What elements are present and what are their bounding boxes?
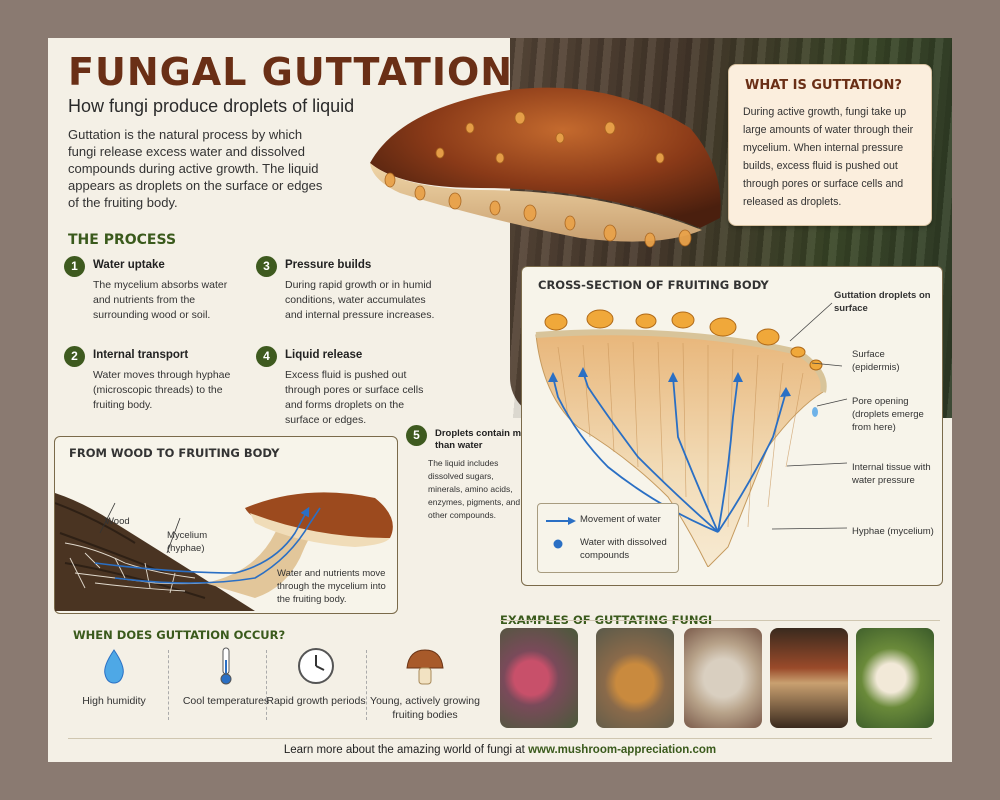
step-title: Pressure builds — [285, 259, 372, 271]
intro-paragraph: Guttation is the natural process by whic… — [68, 127, 323, 210]
when-item-temperature: Cool temperatures — [176, 646, 276, 708]
step-number: 1 — [64, 256, 85, 277]
divider — [168, 650, 169, 720]
page-title: FUNGAL GUTTATION — [68, 50, 514, 94]
when-item-young: Young, actively growing fruiting bodies — [370, 646, 480, 722]
flow-label: Water and nutrients move through the myc… — [277, 568, 386, 605]
legend-dissolved-label: Water with dissolved compounds — [580, 537, 667, 561]
cross-section-legend: Movement of water Water with dissolved c… — [537, 503, 679, 573]
step-number: 4 — [256, 346, 277, 367]
thermometer-icon — [220, 647, 232, 685]
footer-text: Learn more about the amazing world of fu… — [283, 744, 529, 756]
page-subtitle: How fungi produce droplets of liquid — [68, 96, 355, 116]
step-description: Excess fluid is pushed out through pores… — [285, 369, 424, 426]
when-label: Young, actively growing fruiting bodies — [370, 695, 480, 721]
step-title: Droplets contain more than water — [435, 428, 536, 451]
wood-label: Wood — [105, 516, 130, 527]
wood-panel-title: FROM WOOD TO FRUITING BODY — [69, 446, 280, 460]
when-item-growth: Rapid growth periods — [266, 646, 366, 708]
legend-water-label: Movement of water — [580, 514, 661, 525]
when-label: High humidity — [82, 695, 146, 707]
dot-icon — [553, 539, 563, 549]
when-heading: WHEN DOES GUTTATION OCCUR? — [73, 628, 286, 642]
tissue-label: Internal tissue with water pressure — [852, 462, 931, 486]
wood-mycelium-illustration — [55, 492, 393, 611]
process-heading: THE PROCESS — [68, 232, 177, 248]
what-is-body: During active growth, fungi take up larg… — [743, 106, 914, 208]
step-title: Water uptake — [93, 259, 165, 271]
when-label: Cool temperatures — [182, 695, 270, 707]
step-title: Internal transport — [93, 349, 189, 361]
water-drop-icon — [104, 649, 124, 684]
pore-label: Pore opening (droplets emerge from here) — [852, 396, 924, 433]
step-description: During rapid growth or in humid conditio… — [285, 279, 435, 321]
cross-section-title: CROSS-SECTION OF FRUITING BODY — [538, 278, 769, 292]
surface-label: Surface (epidermis) — [852, 349, 900, 373]
example-fungus-photo-3 — [684, 628, 762, 728]
when-item-humidity: High humidity — [64, 646, 164, 708]
example-fungus-photo-4 — [770, 628, 848, 728]
divider — [366, 650, 367, 720]
step-description: The liquid includes dissolved sugars, mi… — [428, 458, 521, 520]
example-fungus-photo-5 — [856, 628, 934, 728]
droplets-label: Guttation droplets on surface — [834, 290, 931, 314]
what-is-guttation-card: WHAT IS GUTTATION? During active growth,… — [728, 64, 932, 226]
step-number: 5 — [406, 425, 427, 446]
clock-icon — [298, 648, 334, 684]
hyphae-label: Hyphae (mycelium) — [852, 526, 934, 537]
divider — [266, 650, 267, 720]
footer-link[interactable]: www.mushroom-appreciation.com — [528, 744, 717, 756]
step-description: Water moves through hyphae (microscopic … — [93, 369, 231, 411]
example-fungus-photo-2 — [596, 628, 674, 728]
hero-mushroom-image — [370, 87, 721, 248]
mycelium-label: Mycelium (hyphae) — [167, 530, 208, 554]
what-is-heading: WHAT IS GUTTATION? — [745, 78, 902, 93]
arrow-icon — [546, 517, 576, 525]
footer: Learn more about the amazing world of fu… — [48, 744, 952, 756]
infographic-poster: FUNGAL GUTTATION How fungi produce dropl… — [48, 38, 952, 762]
example-fungus-photo-1 — [500, 628, 578, 728]
step-number: 3 — [256, 256, 277, 277]
step-description: The mycelium absorbs water and nutrients… — [93, 279, 228, 321]
cross-section-illustration — [535, 309, 827, 567]
mushroom-icon — [406, 649, 444, 685]
step-number: 2 — [64, 346, 85, 367]
footer-divider — [68, 738, 932, 739]
when-label: Rapid growth periods — [266, 695, 366, 707]
cross-section-panel: CROSS-SECTION OF FRUITING BODY — [521, 266, 943, 586]
cross-section-leader-lines — [772, 302, 848, 530]
wood-to-fruiting-body-panel: FROM WOOD TO FRUITING BODY Wood Mycelium… — [54, 436, 398, 614]
step-title: Liquid release — [285, 349, 363, 361]
